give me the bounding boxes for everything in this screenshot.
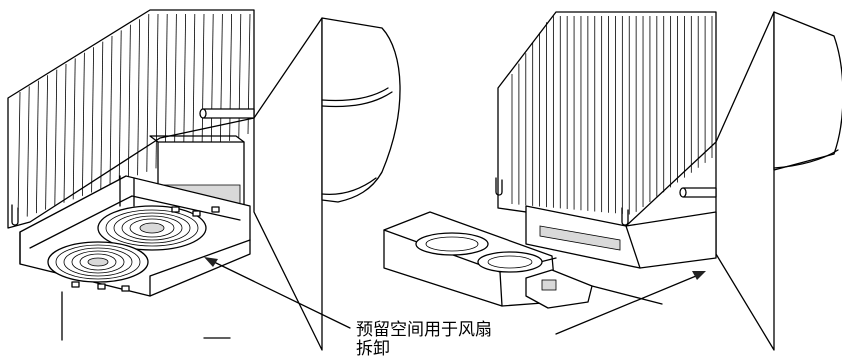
heatsink-fin (192, 13, 196, 155)
right-mount-hook-1 (495, 177, 503, 196)
left-cowl-bottom (321, 177, 377, 196)
heatsink-fin (91, 47, 94, 193)
left-heatsink-fins (17, 13, 251, 221)
left-callout-arrow (213, 261, 351, 329)
heatsink-fin (229, 13, 232, 141)
right-top-cowl (773, 11, 842, 171)
heatsink-fin (220, 13, 223, 145)
right-callout-arrow (555, 275, 697, 335)
left-tab-6 (121, 285, 130, 292)
right-side-cover (715, 11, 775, 351)
caption-line-1: 预留空间用于风扇 (356, 320, 492, 340)
left-tray-rim (29, 195, 241, 249)
left-drive-unit (7, 9, 401, 351)
heatsink-fin (155, 13, 159, 169)
left-tab-2 (192, 210, 201, 217)
heatsink-fin (26, 86, 30, 217)
right-handle-bar (682, 187, 717, 198)
right-heatsink-fins (511, 16, 713, 215)
left-fan-1 (97, 205, 207, 251)
left-top-cowl (321, 17, 401, 203)
heatsink-fin (164, 13, 168, 165)
left-side-cover (253, 17, 323, 351)
left-tab-5 (97, 283, 106, 290)
heatsink-fin (137, 19, 140, 176)
right-bay-connector (539, 225, 621, 251)
heatsink-fin (183, 13, 186, 159)
right-mount-hook-2 (621, 207, 629, 226)
heatsink-fin (146, 13, 150, 172)
left-module-top (149, 135, 245, 143)
right-tray-fan-1 (415, 232, 489, 256)
heatsink-fin (17, 91, 21, 221)
right-drive-unit (383, 11, 842, 351)
left-tab-3 (211, 206, 220, 213)
heatsink-fin (36, 80, 39, 214)
heatsink-fin (128, 24, 131, 179)
right-handle-end (679, 187, 687, 198)
heatsink-fin (174, 13, 177, 162)
heatsink-fin (109, 35, 113, 186)
heatsink-fin (82, 52, 85, 196)
left-tray-post (119, 175, 135, 207)
heatsink-fin (201, 13, 205, 152)
left-arrowhead (204, 257, 218, 267)
left-handle-bar (202, 108, 255, 119)
right-tray-plug (525, 269, 593, 309)
heatsink-fin (118, 30, 122, 183)
left-tab-4 (71, 281, 80, 288)
heatsink-fin (45, 75, 48, 210)
heatsink-fin (54, 69, 58, 207)
right-cowl-edge (773, 149, 839, 169)
left-tab-1 (171, 206, 180, 213)
right-heatsink-body (497, 11, 717, 227)
heatsink-fin (210, 13, 214, 148)
callout-arrows (203, 257, 706, 339)
left-cowl-edge (321, 87, 389, 102)
right-tray-fan-2 (477, 251, 543, 273)
left-mount-hook (11, 204, 19, 226)
left-fan-2 (47, 241, 149, 283)
right-arrowhead (692, 271, 706, 280)
right-bay-edge (625, 225, 641, 269)
right-plug-pin (541, 279, 557, 291)
right-floor-line (591, 285, 663, 305)
heatsink-fin (72, 58, 76, 200)
caption-line-2: 拆卸 (356, 339, 390, 359)
left-cowl-edge-2 (321, 91, 393, 108)
heatsink-fin (63, 63, 67, 203)
heatsink-fin (100, 41, 104, 190)
left-handle-end (199, 108, 207, 119)
left-heatsink-body (7, 9, 255, 229)
left-tray-edges (19, 231, 251, 297)
